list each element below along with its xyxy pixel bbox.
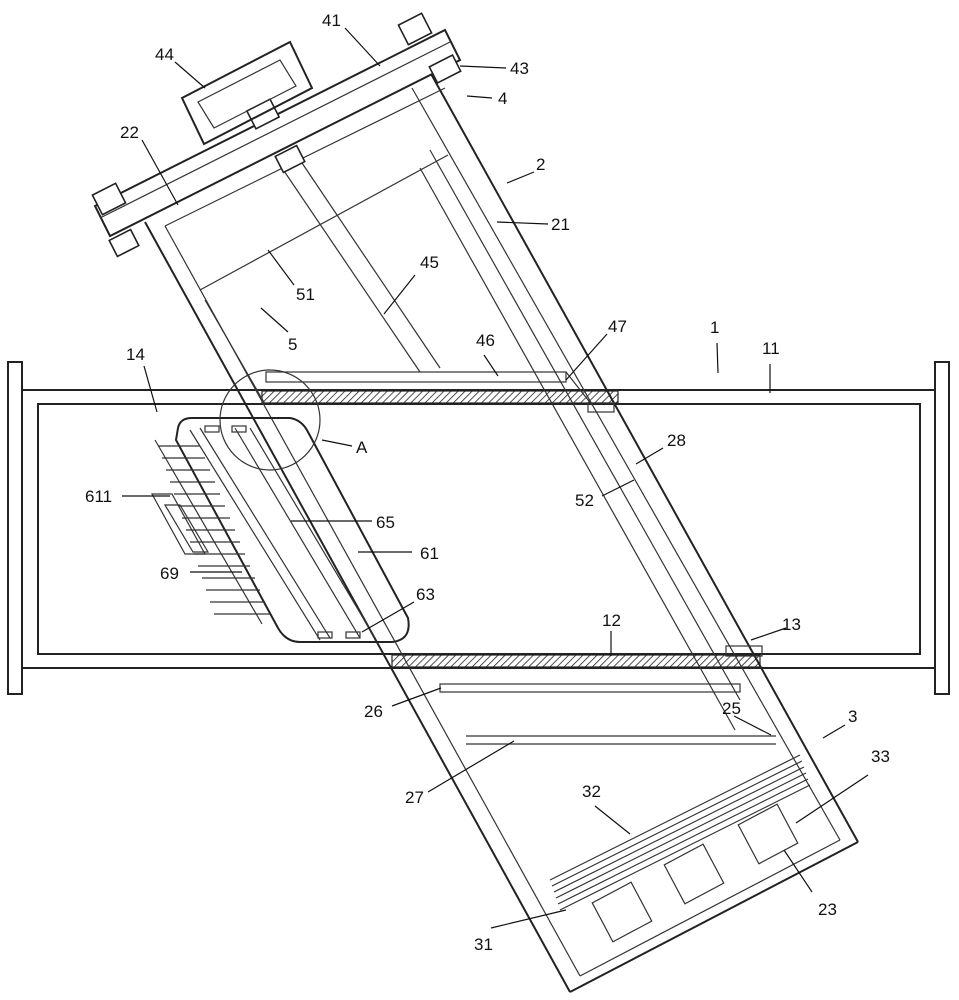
label-4: 4 <box>498 89 507 108</box>
label-11: 11 <box>762 339 780 358</box>
top-flange <box>91 12 462 258</box>
label-33: 33 <box>871 747 890 766</box>
cartridge-frame-61 <box>174 417 410 643</box>
label-26: 26 <box>364 702 383 721</box>
handle-611 <box>150 493 207 555</box>
label-28: 28 <box>667 431 686 450</box>
label-2: 2 <box>536 155 545 174</box>
vibrator-1 <box>591 881 653 943</box>
label-1: 1 <box>710 318 719 337</box>
label-45: 45 <box>420 253 439 272</box>
label-47: 47 <box>608 317 627 336</box>
label-32: 32 <box>582 782 601 801</box>
pipe-inner-wall <box>37 403 921 655</box>
label-a: A <box>356 438 368 457</box>
leader-lines <box>122 27 869 929</box>
filter-cartridge <box>150 417 410 643</box>
bolt-1 <box>91 182 127 216</box>
bolt-3 <box>397 12 433 46</box>
inclined-body <box>144 71 859 993</box>
horizontal-pipe <box>7 361 950 695</box>
left-flange <box>7 361 23 695</box>
upper-hatched-screen <box>261 390 619 404</box>
bolt-6 <box>274 144 306 174</box>
label-63: 63 <box>416 585 435 604</box>
label-611: 611 <box>85 487 112 506</box>
right-flange <box>934 361 950 695</box>
label-41: 41 <box>322 11 341 30</box>
bolt-4 <box>428 54 462 84</box>
label-21: 21 <box>551 215 570 234</box>
lower-hatched-screen <box>391 654 761 668</box>
label-23: 23 <box>818 900 837 919</box>
label-51: 51 <box>296 285 315 304</box>
label-31: 31 <box>474 935 493 954</box>
label-5: 5 <box>288 335 297 354</box>
label-46: 46 <box>476 331 495 350</box>
vibrator-3 <box>737 803 799 865</box>
label-12: 12 <box>602 611 621 630</box>
handle <box>180 40 314 146</box>
bolt-2 <box>108 228 140 258</box>
label-61: 61 <box>420 544 439 563</box>
detail-circle-a <box>219 369 321 471</box>
label-3: 3 <box>848 707 857 726</box>
label-69: 69 <box>160 564 179 583</box>
vibrator-2 <box>663 843 725 905</box>
plate-26 <box>439 683 741 693</box>
label-44: 44 <box>155 45 174 64</box>
label-65: 65 <box>376 513 395 532</box>
plate-46 <box>265 371 567 383</box>
label-43: 43 <box>510 59 529 78</box>
label-13: 13 <box>782 615 801 634</box>
labels: 41 44 43 4 22 2 21 45 51 5 1 11 47 46 14… <box>85 11 890 954</box>
label-14: 14 <box>126 345 145 364</box>
label-52: 52 <box>575 491 594 510</box>
label-27: 27 <box>405 788 424 807</box>
label-25: 25 <box>722 699 741 718</box>
label-22: 22 <box>120 123 139 142</box>
